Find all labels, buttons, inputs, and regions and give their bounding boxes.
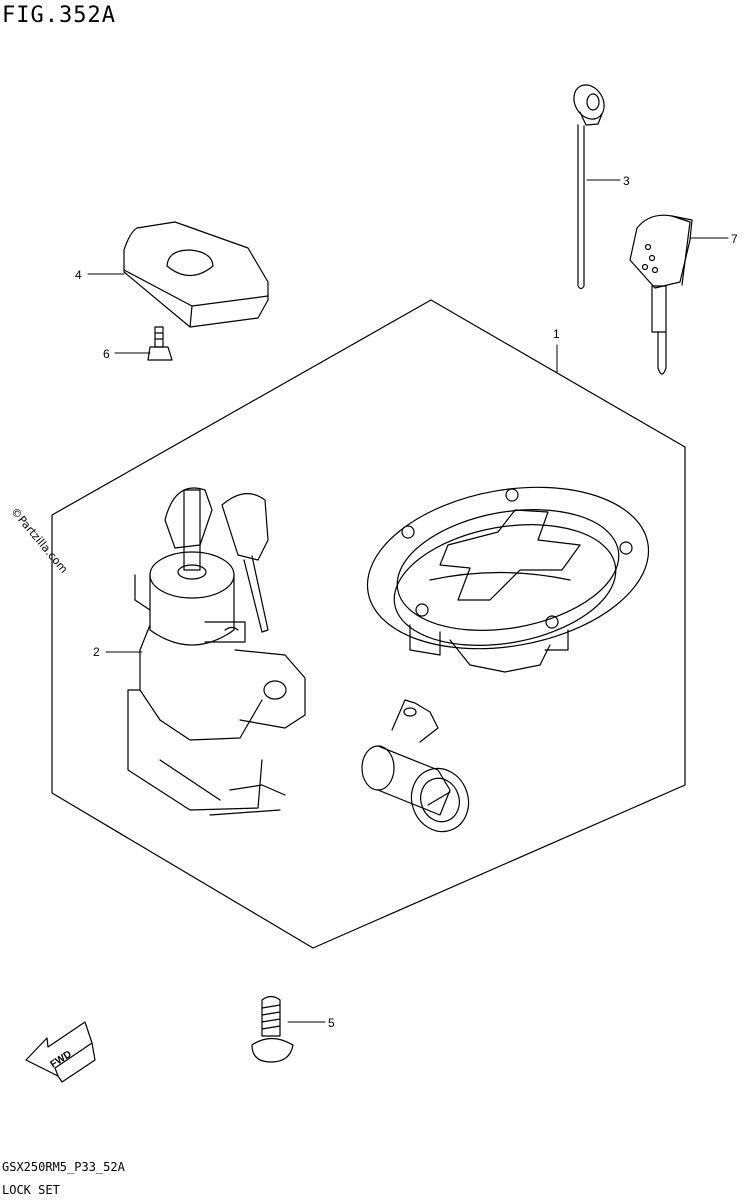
fwd-direction-arrow — [25, 1021, 96, 1083]
ignition-switch-part — [127, 487, 306, 816]
model-code: GSX250RM5_P33_52A — [2, 1160, 125, 1174]
cable-part — [573, 84, 605, 290]
callout-labels: 1 2 3 4 5 6 7 FWD — [49, 174, 738, 1070]
callout-7: 7 — [731, 232, 738, 246]
callout-6: 6 — [103, 347, 110, 361]
bolt-small-part — [147, 326, 173, 361]
leader-lines — [87, 179, 729, 1023]
callout-2: 2 — [93, 645, 100, 659]
callout-3: 3 — [623, 174, 630, 188]
cover-part — [123, 221, 269, 328]
callout-1: 1 — [553, 327, 560, 341]
callout-5: 5 — [328, 1016, 335, 1030]
fwd-label: FWD — [49, 1049, 74, 1071]
figure-title: FIG.352A — [2, 3, 116, 28]
bolt-large-part — [251, 995, 294, 1063]
key-part — [629, 214, 693, 375]
seat-lock-part — [361, 699, 470, 833]
fuel-cap-part — [366, 486, 650, 673]
callout-4: 4 — [75, 268, 82, 282]
set-boundary — [51, 299, 686, 949]
figure-caption: LOCK SET — [2, 1183, 60, 1197]
